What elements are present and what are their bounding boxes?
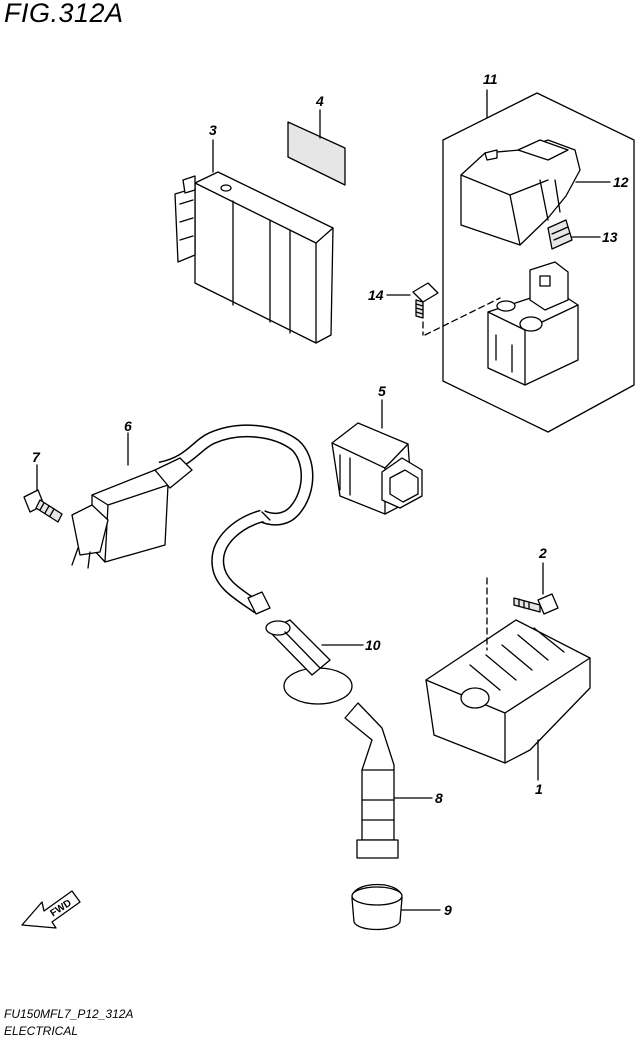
part-cdi-unit[interactable] (174, 171, 334, 344)
callout-1: 1 (535, 781, 543, 797)
callout-8: 8 (435, 790, 443, 806)
callout-4: 4 (315, 93, 324, 109)
part-plug-boot[interactable] (344, 702, 399, 859)
part-label[interactable] (287, 121, 346, 186)
callout-6: 6 (124, 418, 132, 434)
part-plug-cap[interactable] (265, 619, 353, 705)
part-ignition-coil[interactable] (71, 424, 314, 615)
figure-code: FU150MFL7_P12_312A (4, 1007, 134, 1021)
callout-5: 5 (378, 383, 386, 399)
part-relay-cover[interactable] (460, 139, 581, 246)
callout-10: 10 (365, 637, 381, 653)
callout-2: 2 (538, 545, 547, 561)
part-fuse[interactable] (547, 219, 573, 250)
callout-11: 11 (483, 71, 498, 87)
figure-title: FIG.312A (4, 0, 124, 28)
part-bolt-2[interactable] (513, 593, 559, 615)
relay-assembly-frame (442, 92, 635, 433)
part-cap[interactable] (351, 883, 403, 931)
callout-3: 3 (209, 122, 217, 138)
callout-13: 13 (602, 229, 618, 245)
fwd-arrow-icon: FWD (21, 890, 81, 929)
part-bolt-7[interactable] (23, 489, 63, 523)
part-starter-relay[interactable] (487, 261, 579, 386)
part-connector[interactable] (331, 422, 423, 515)
callout-12: 12 (613, 174, 629, 190)
callout-9: 9 (444, 902, 452, 918)
callout-14: 14 (368, 287, 384, 303)
callout-7: 7 (32, 449, 41, 465)
part-regulator-rectifier[interactable] (425, 619, 591, 764)
figure-caption: ELECTRICAL (4, 1024, 79, 1038)
part-screw-14[interactable] (412, 282, 439, 319)
footer: FU150MFL7_P12_312A ELECTRICAL (4, 1006, 133, 1040)
